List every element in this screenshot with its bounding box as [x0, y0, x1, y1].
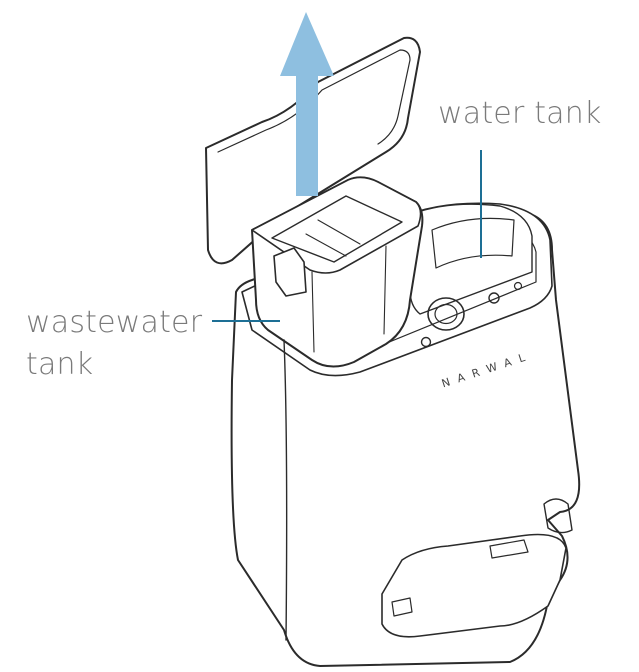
tank-handle — [271, 195, 403, 263]
lid-inner-edge — [217, 49, 411, 153]
body-seam — [283, 339, 288, 641]
vent-hole — [420, 336, 432, 348]
side-knob — [543, 498, 573, 534]
up-arrow-icon — [280, 12, 334, 196]
wastewater-tank-label: wastewater — [26, 305, 203, 340]
valve-port — [427, 297, 465, 331]
water-tank — [409, 203, 533, 315]
tank-latch — [273, 247, 307, 297]
water-tank-handle — [431, 217, 515, 269]
water-tank-label: water tank — [438, 96, 602, 131]
dock-opening — [381, 533, 567, 638]
vent-hole — [513, 281, 523, 291]
wastewater-tank-label-line2: tank — [26, 347, 94, 382]
vent-hole — [488, 292, 500, 304]
